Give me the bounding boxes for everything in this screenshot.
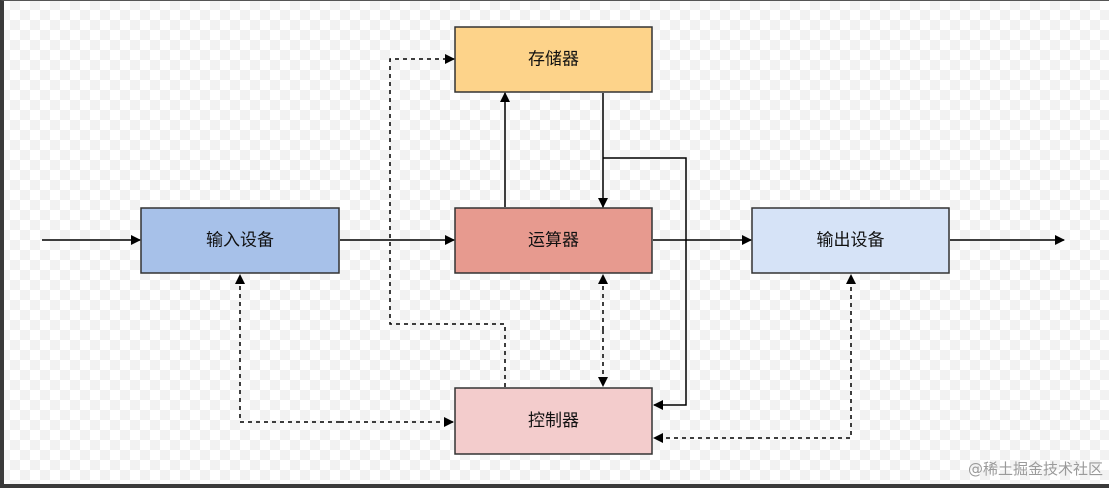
- edge-control-to-memory: [389, 54, 506, 387]
- node-input: 输入设备: [140, 207, 340, 274]
- node-input-label: 输入设备: [206, 231, 274, 251]
- edge-input-control-a: [235, 274, 340, 423]
- node-alu-label: 运算器: [528, 231, 579, 251]
- edge-memory-to-control: [603, 157, 687, 410]
- node-control-label: 控制器: [528, 411, 579, 431]
- node-control-box: [454, 387, 653, 455]
- node-output-label: 输出设备: [817, 231, 885, 251]
- node-alu: 运算器: [454, 207, 653, 274]
- edge-output-control-a: [750, 274, 856, 439]
- node-memory-box: [454, 26, 653, 93]
- node-control: 控制器: [454, 387, 653, 455]
- node-output: 输出设备: [751, 207, 950, 274]
- node-alu-box: [454, 207, 653, 274]
- node-input-box: [140, 207, 340, 274]
- node-output-box: [751, 207, 950, 274]
- watermark-text: @稀土掘金技术社区: [967, 460, 1103, 478]
- node-memory: 存储器: [454, 26, 653, 93]
- node-memory-label: 存储器: [528, 50, 579, 70]
